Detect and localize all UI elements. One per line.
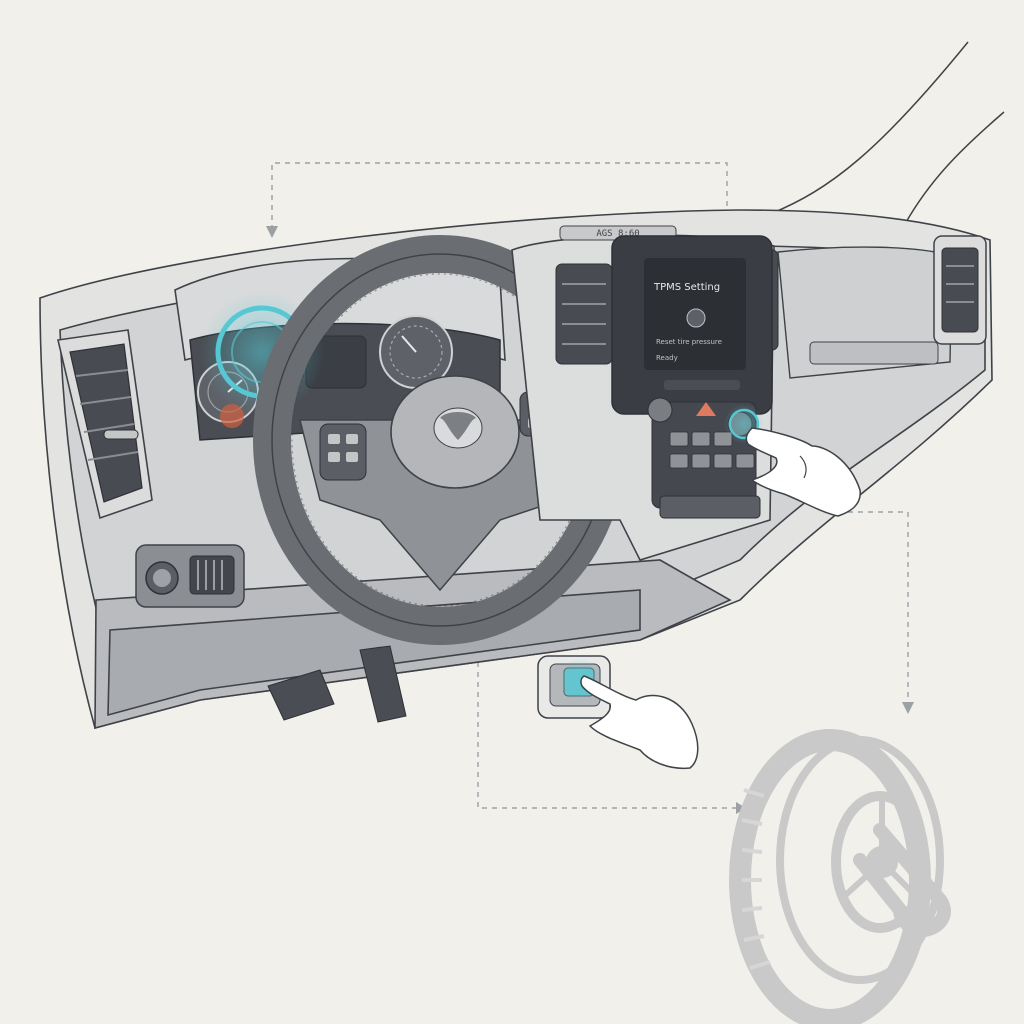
screen-status: Ready <box>656 354 678 362</box>
right-air-vent[interactable] <box>933 235 987 345</box>
headlight-switch-panel[interactable] <box>135 544 245 608</box>
left-vent-tab[interactable] <box>103 429 139 440</box>
connector-bottom <box>477 592 738 809</box>
windshield-pillar <box>769 41 1005 225</box>
connector-arrowheads <box>266 226 914 814</box>
screen-soft-button[interactable] <box>664 380 740 390</box>
hazard-button[interactable] <box>696 402 716 416</box>
screen-title: TPMS Setting <box>653 282 720 293</box>
connector-top <box>271 162 728 230</box>
ram-logo-icon <box>433 407 483 449</box>
climate-left-knob[interactable] <box>647 397 673 423</box>
passenger-dash <box>777 246 953 379</box>
connector-lines <box>271 162 909 809</box>
pointing-hand-icon <box>745 427 861 517</box>
speedometer-gauge <box>379 315 453 389</box>
center-left-vent[interactable] <box>555 263 613 365</box>
screen-tire-icon <box>686 308 706 328</box>
infotainment-screen[interactable]: TPMS Setting Reset tire pressure Ready <box>611 235 773 415</box>
lower-switch-row[interactable] <box>659 495 761 519</box>
left-wheel-buttons[interactable] <box>319 423 367 481</box>
left-air-vent[interactable] <box>57 329 153 520</box>
connector-right <box>848 511 909 705</box>
pedals <box>267 645 407 723</box>
tire-wrench-icon <box>729 729 951 1024</box>
pressing-hand-icon <box>580 675 699 770</box>
center-stack: AGS 8:60 TPMS Setting Reset tire pressur… <box>511 225 779 561</box>
screen-body: Reset tire pressure <box>656 338 722 346</box>
left-vent-slats <box>75 369 139 461</box>
dash-label: AGS 8:60 <box>596 229 639 239</box>
